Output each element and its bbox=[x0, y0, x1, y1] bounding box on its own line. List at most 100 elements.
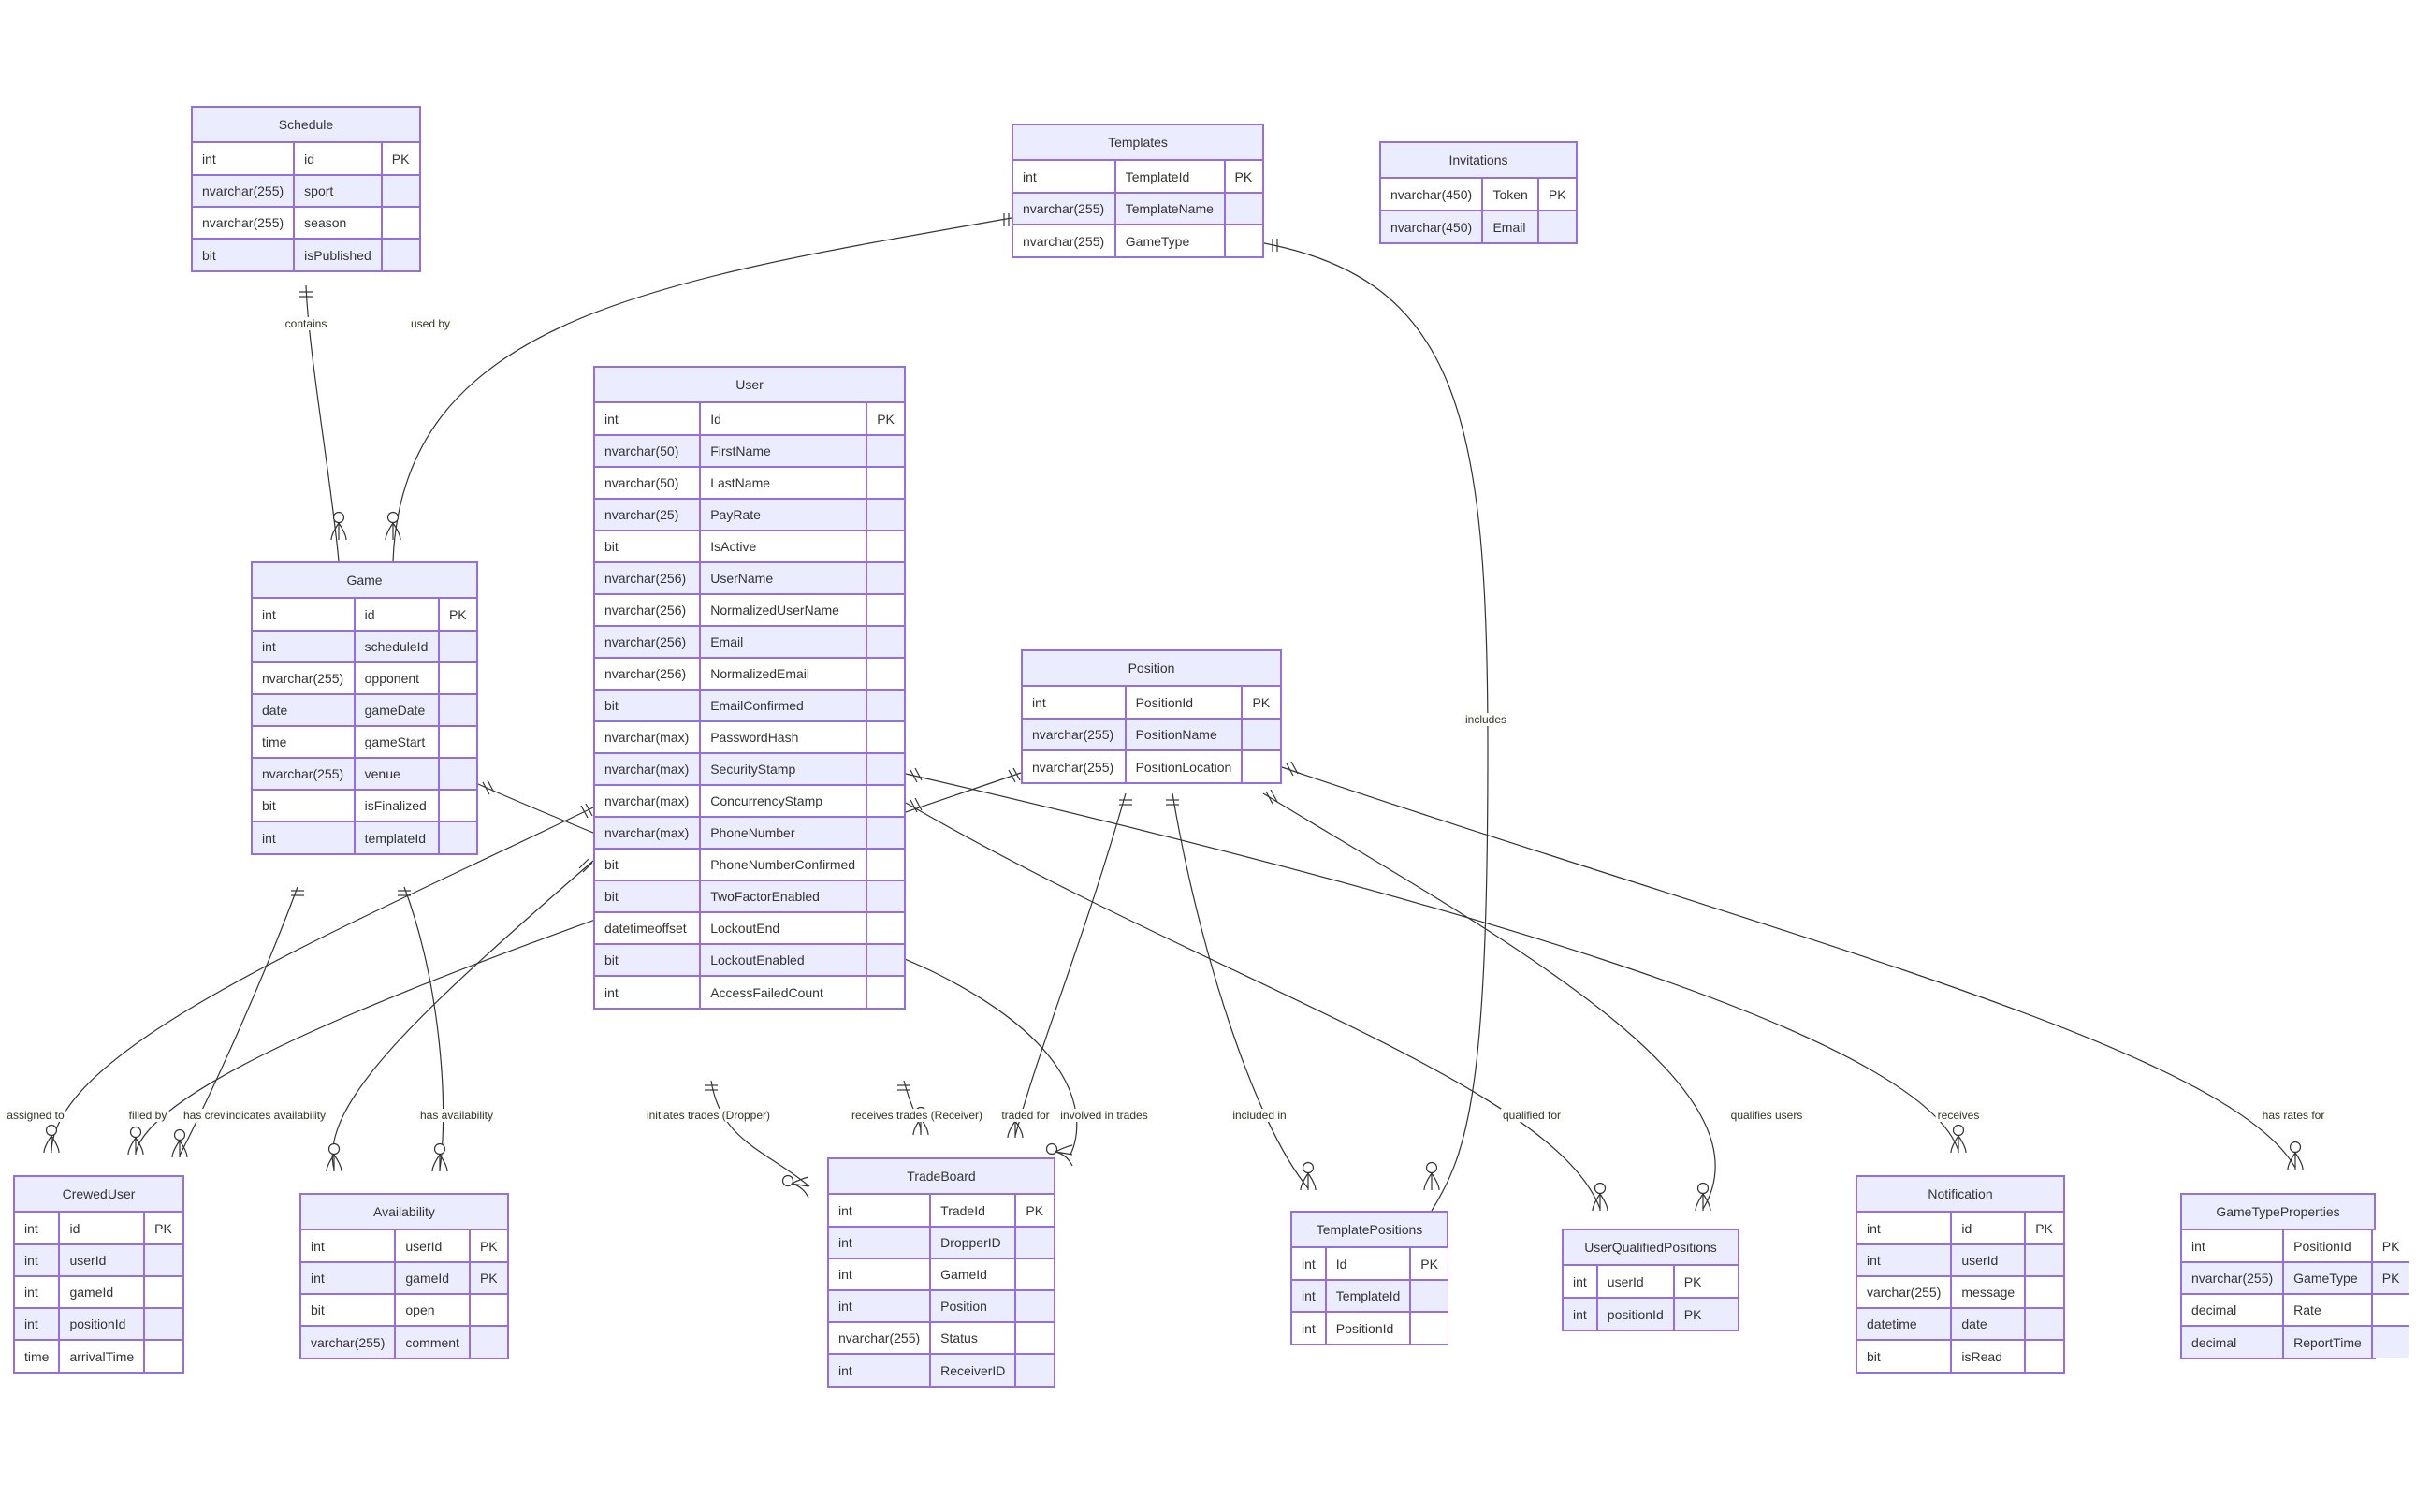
attribute-type: int bbox=[301, 1261, 397, 1295]
attribute-key bbox=[866, 657, 904, 691]
zero-or-many-marker-icon bbox=[1592, 1182, 1608, 1212]
relationship-includes bbox=[1263, 239, 1489, 1212]
attribute-type: int bbox=[253, 599, 356, 632]
attribute-type: int bbox=[193, 143, 296, 176]
attribute-key: PK bbox=[1223, 161, 1262, 194]
attribute-name: Rate bbox=[2282, 1293, 2373, 1327]
attribute-name: userId bbox=[394, 1230, 471, 1263]
attribute-key: PK bbox=[1014, 1195, 1054, 1228]
attribute-row: nvarchar(450)Email bbox=[1381, 210, 1576, 242]
attribute-type: decimal bbox=[2182, 1325, 2285, 1358]
attribute-key: PK bbox=[1536, 179, 1576, 211]
attribute-type: int bbox=[1292, 1279, 1327, 1313]
attribute-key bbox=[143, 1275, 182, 1309]
attribute-name: ReceiverID bbox=[929, 1353, 1017, 1386]
relationship-assigned-to bbox=[43, 803, 594, 1154]
attribute-name: venue bbox=[353, 757, 440, 791]
relationship-receives-trades-receiver bbox=[897, 1080, 929, 1136]
attribute-name: id bbox=[353, 599, 440, 632]
attribute-name: SecurityStamp bbox=[699, 752, 868, 786]
attribute-type: nvarchar(256) bbox=[595, 561, 702, 595]
attribute-name: DropperID bbox=[929, 1226, 1017, 1259]
attribute-key bbox=[866, 752, 904, 786]
exactly-one-marker-icon bbox=[1166, 799, 1179, 806]
attribute-key bbox=[468, 1325, 507, 1358]
attribute-type: int bbox=[253, 821, 356, 853]
exactly-one-marker-icon bbox=[910, 797, 923, 813]
relationship-line bbox=[905, 802, 1601, 1210]
entity-title: TemplatePositions bbox=[1292, 1213, 1447, 1248]
relationship-initiates-trades-dropper bbox=[705, 1080, 810, 1199]
attribute-name: Id bbox=[699, 403, 868, 436]
relationship-line bbox=[1262, 792, 1716, 1210]
attribute-name: LockoutEnabled bbox=[699, 943, 868, 977]
relationship-label: filled by bbox=[126, 1109, 169, 1122]
attribute-type: int bbox=[1564, 1266, 1598, 1299]
attribute-type: int bbox=[2182, 1230, 2285, 1263]
attribute-type: nvarchar(255) bbox=[1023, 749, 1127, 782]
relationship-line bbox=[905, 773, 1959, 1152]
attribute-key bbox=[1223, 224, 1262, 256]
attribute-key: PK bbox=[1409, 1248, 1448, 1281]
zero-or-many-marker-icon bbox=[385, 511, 401, 541]
relationship-label: receives bbox=[1935, 1109, 1982, 1122]
relationship-line bbox=[305, 284, 340, 562]
attribute-name: id bbox=[1950, 1213, 2027, 1245]
exactly-one-marker-icon bbox=[1286, 761, 1299, 777]
attribute-name: season bbox=[293, 206, 383, 240]
attribute-row: varchar(255)message bbox=[1857, 1275, 2063, 1309]
exactly-one-marker-icon bbox=[482, 779, 495, 795]
exactly-one-marker-icon bbox=[1272, 239, 1278, 252]
attribute-key bbox=[2024, 1243, 2063, 1277]
zero-or-many-marker-icon bbox=[781, 1174, 809, 1199]
attribute-name: comment bbox=[394, 1325, 471, 1358]
relationship-traded-for bbox=[1007, 792, 1132, 1139]
attribute-name: TradeId bbox=[929, 1195, 1017, 1228]
attribute-name: PositionLocation bbox=[1124, 749, 1244, 782]
attribute-name: TwoFactorEnabled bbox=[699, 880, 868, 913]
attribute-key bbox=[866, 593, 904, 627]
attribute-key bbox=[1223, 192, 1262, 225]
attribute-name: userId bbox=[1950, 1243, 2027, 1277]
relationship-line bbox=[179, 886, 298, 1156]
attribute-name: GameType bbox=[1113, 224, 1226, 256]
exactly-one-marker-icon bbox=[1265, 789, 1278, 805]
attribute-name: PayRate bbox=[699, 498, 868, 531]
attribute-key bbox=[1014, 1321, 1054, 1355]
attribute-row: nvarchar(max)PhoneNumber bbox=[595, 816, 904, 850]
attribute-type: int bbox=[301, 1230, 397, 1263]
attribute-type: nvarchar(max) bbox=[595, 752, 702, 786]
attribute-type: bit bbox=[301, 1293, 397, 1327]
relationship-line bbox=[710, 1080, 810, 1187]
attribute-key bbox=[866, 784, 904, 818]
attribute-name: Token bbox=[1481, 179, 1539, 211]
attribute-key bbox=[2370, 1325, 2409, 1358]
attribute-key bbox=[1409, 1311, 1448, 1344]
attribute-type: nvarchar(256) bbox=[595, 657, 702, 691]
